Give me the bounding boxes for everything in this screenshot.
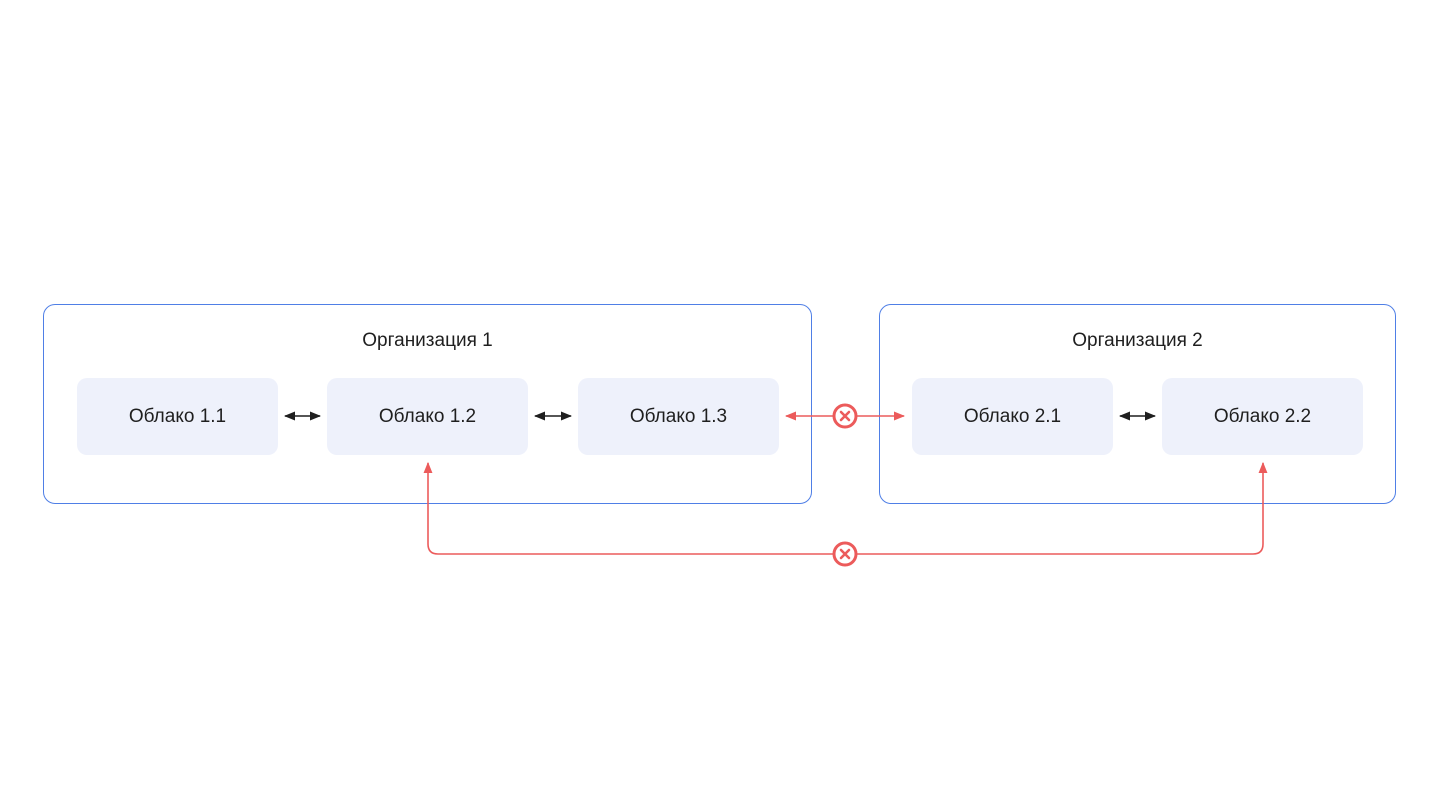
- organization-1-title: Организация 1: [362, 330, 493, 351]
- cloud-2-2-label: Облако 2.2: [1213, 405, 1312, 427]
- cloud-1-2-label: Облако 1.2: [378, 405, 477, 427]
- cloud-1-3-box: Облако 1.3: [578, 378, 779, 455]
- organization-2-title: Организация 2: [1072, 330, 1203, 351]
- cloud-1-3-label: Облако 1.3: [629, 405, 728, 427]
- cloud-1-1-box: Облако 1.1: [77, 378, 278, 455]
- cloud-2-1-label: Облако 2.1: [963, 405, 1062, 427]
- cloud-2-2-box: Облако 2.2: [1162, 378, 1363, 455]
- cloud-2-1-box: Облако 2.1: [912, 378, 1113, 455]
- blocked-link-1-3-to-2-1-x-icon: [832, 403, 858, 429]
- cloud-1-2-box: Облако 1.2: [327, 378, 528, 455]
- blocked-link-1-2-to-2-2-x-icon: [832, 541, 858, 567]
- cloud-1-1-label: Облако 1.1: [128, 405, 227, 427]
